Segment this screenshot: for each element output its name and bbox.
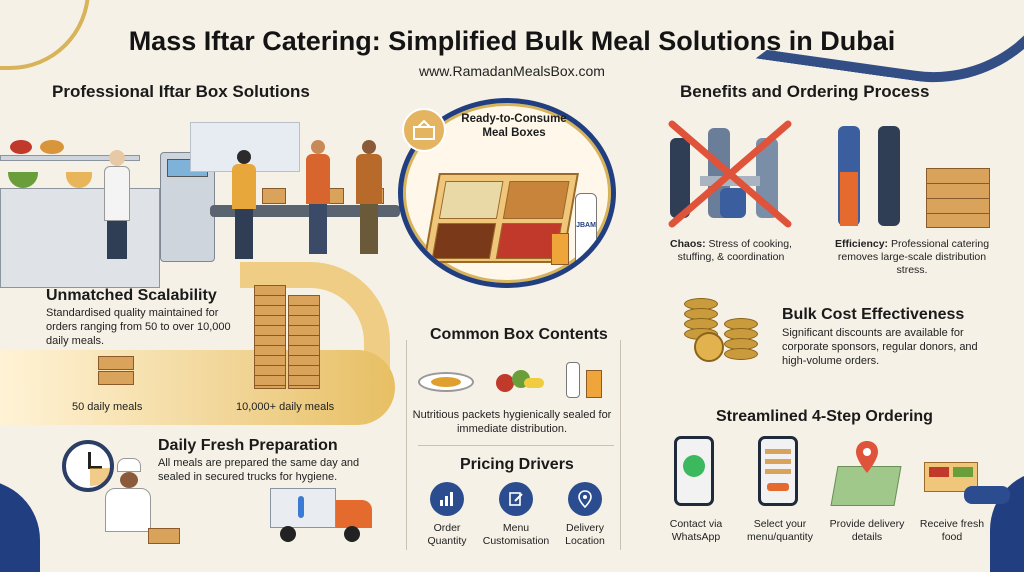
fresh-prep-text: All meals are prepared the same day and …	[158, 457, 360, 483]
ordering-step-whatsapp: Contact via WhatsApp	[656, 436, 736, 546]
section-heading-professional: Professional Iftar Box Solutions	[52, 82, 310, 101]
worker-figure	[356, 140, 382, 260]
delivery-truck-icon	[270, 488, 380, 544]
divider	[620, 340, 621, 550]
scalability-text: Standardised quality maintained for orde…	[46, 307, 231, 347]
scale-ribbon	[0, 350, 395, 425]
coin-stack-icon	[680, 296, 770, 366]
navy-corner-decoration	[0, 480, 40, 572]
pasta-plate-icon	[418, 372, 474, 392]
pricing-item-location: Delivery Location	[554, 482, 616, 548]
hand-icon	[964, 486, 1010, 504]
kitchen-illustration	[0, 110, 400, 288]
bread-icon	[40, 140, 64, 154]
box-contents-title: Common Box Contents	[430, 326, 608, 343]
menu-list-icon	[758, 436, 798, 506]
divider	[406, 340, 407, 550]
edit-icon	[499, 482, 533, 516]
vegetables-icon	[10, 140, 32, 154]
worker-figure	[306, 140, 330, 260]
location-pin-icon	[568, 482, 602, 516]
cost-text: Significant discounts are available for …	[782, 327, 978, 367]
meal-box-circle: JBAM	[398, 98, 616, 288]
low-volume-label: 50 daily meals	[72, 401, 143, 413]
cost-title: Bulk Cost Effectiveness	[782, 306, 965, 323]
pricing-title: Pricing Drivers	[460, 456, 574, 473]
chaos-illustration	[660, 118, 800, 230]
circle-label: Ready-to-Consume Meal Boxes	[461, 113, 567, 139]
efficiency-caption: Efficiency: Professional catering remove…	[834, 238, 990, 276]
bowl-icon	[66, 172, 92, 188]
map-pin-icon	[856, 441, 878, 473]
large-box-stack	[254, 285, 324, 390]
ordering-step-menu: Select your menu/quantity	[740, 436, 820, 546]
scalability-title: Unmatched Scalability	[46, 287, 217, 304]
chaos-caption: Chaos: Stress of cooking, stuffing, & co…	[670, 238, 792, 263]
pricing-label: Delivery Location	[565, 522, 605, 547]
ordering-step-receive: Receive fresh food	[914, 436, 1010, 546]
small-box-stack	[98, 356, 134, 386]
section-heading-benefits: Benefits and Ordering Process	[680, 82, 930, 101]
drinks-icon	[566, 362, 606, 400]
chef-figure	[104, 150, 130, 260]
juice-box-icon	[551, 233, 569, 265]
pricing-label: Menu Customisation	[482, 522, 550, 547]
pricing-item-menu: Menu Customisation	[480, 482, 552, 548]
box-contents-text: Nutritious packets hygienically sealed f…	[412, 409, 612, 435]
clock-icon	[62, 440, 114, 492]
divider	[418, 445, 614, 446]
meal-box-icon	[148, 528, 180, 544]
conveyor-belt	[210, 205, 400, 217]
fruit-icon	[496, 368, 544, 396]
website-url[interactable]: www.RamadanMealsBox.com	[419, 63, 605, 79]
bottle-label: JBAM	[576, 222, 596, 229]
fresh-prep-title: Daily Fresh Preparation	[158, 437, 338, 454]
water-bottle-icon: JBAM	[575, 193, 597, 263]
chef-cooking-figure	[105, 458, 155, 538]
pricing-item-quantity: Order Quantity	[416, 482, 478, 548]
bowl-icon	[8, 172, 38, 188]
high-volume-label: 10,000+ daily meals	[236, 401, 335, 413]
pricing-label: Order Quantity	[427, 522, 467, 547]
page-title: Mass Iftar Catering: Simplified Bulk Mea…	[128, 26, 896, 56]
ordering-title: Streamlined 4-Step Ordering	[716, 408, 933, 425]
worker-figure	[232, 150, 256, 260]
meal-box-badge-icon	[402, 108, 446, 152]
efficiency-illustration	[826, 126, 996, 230]
bar-chart-icon	[430, 482, 464, 516]
whatsapp-icon	[674, 436, 714, 506]
ordering-step-delivery: Provide delivery details	[824, 436, 910, 546]
